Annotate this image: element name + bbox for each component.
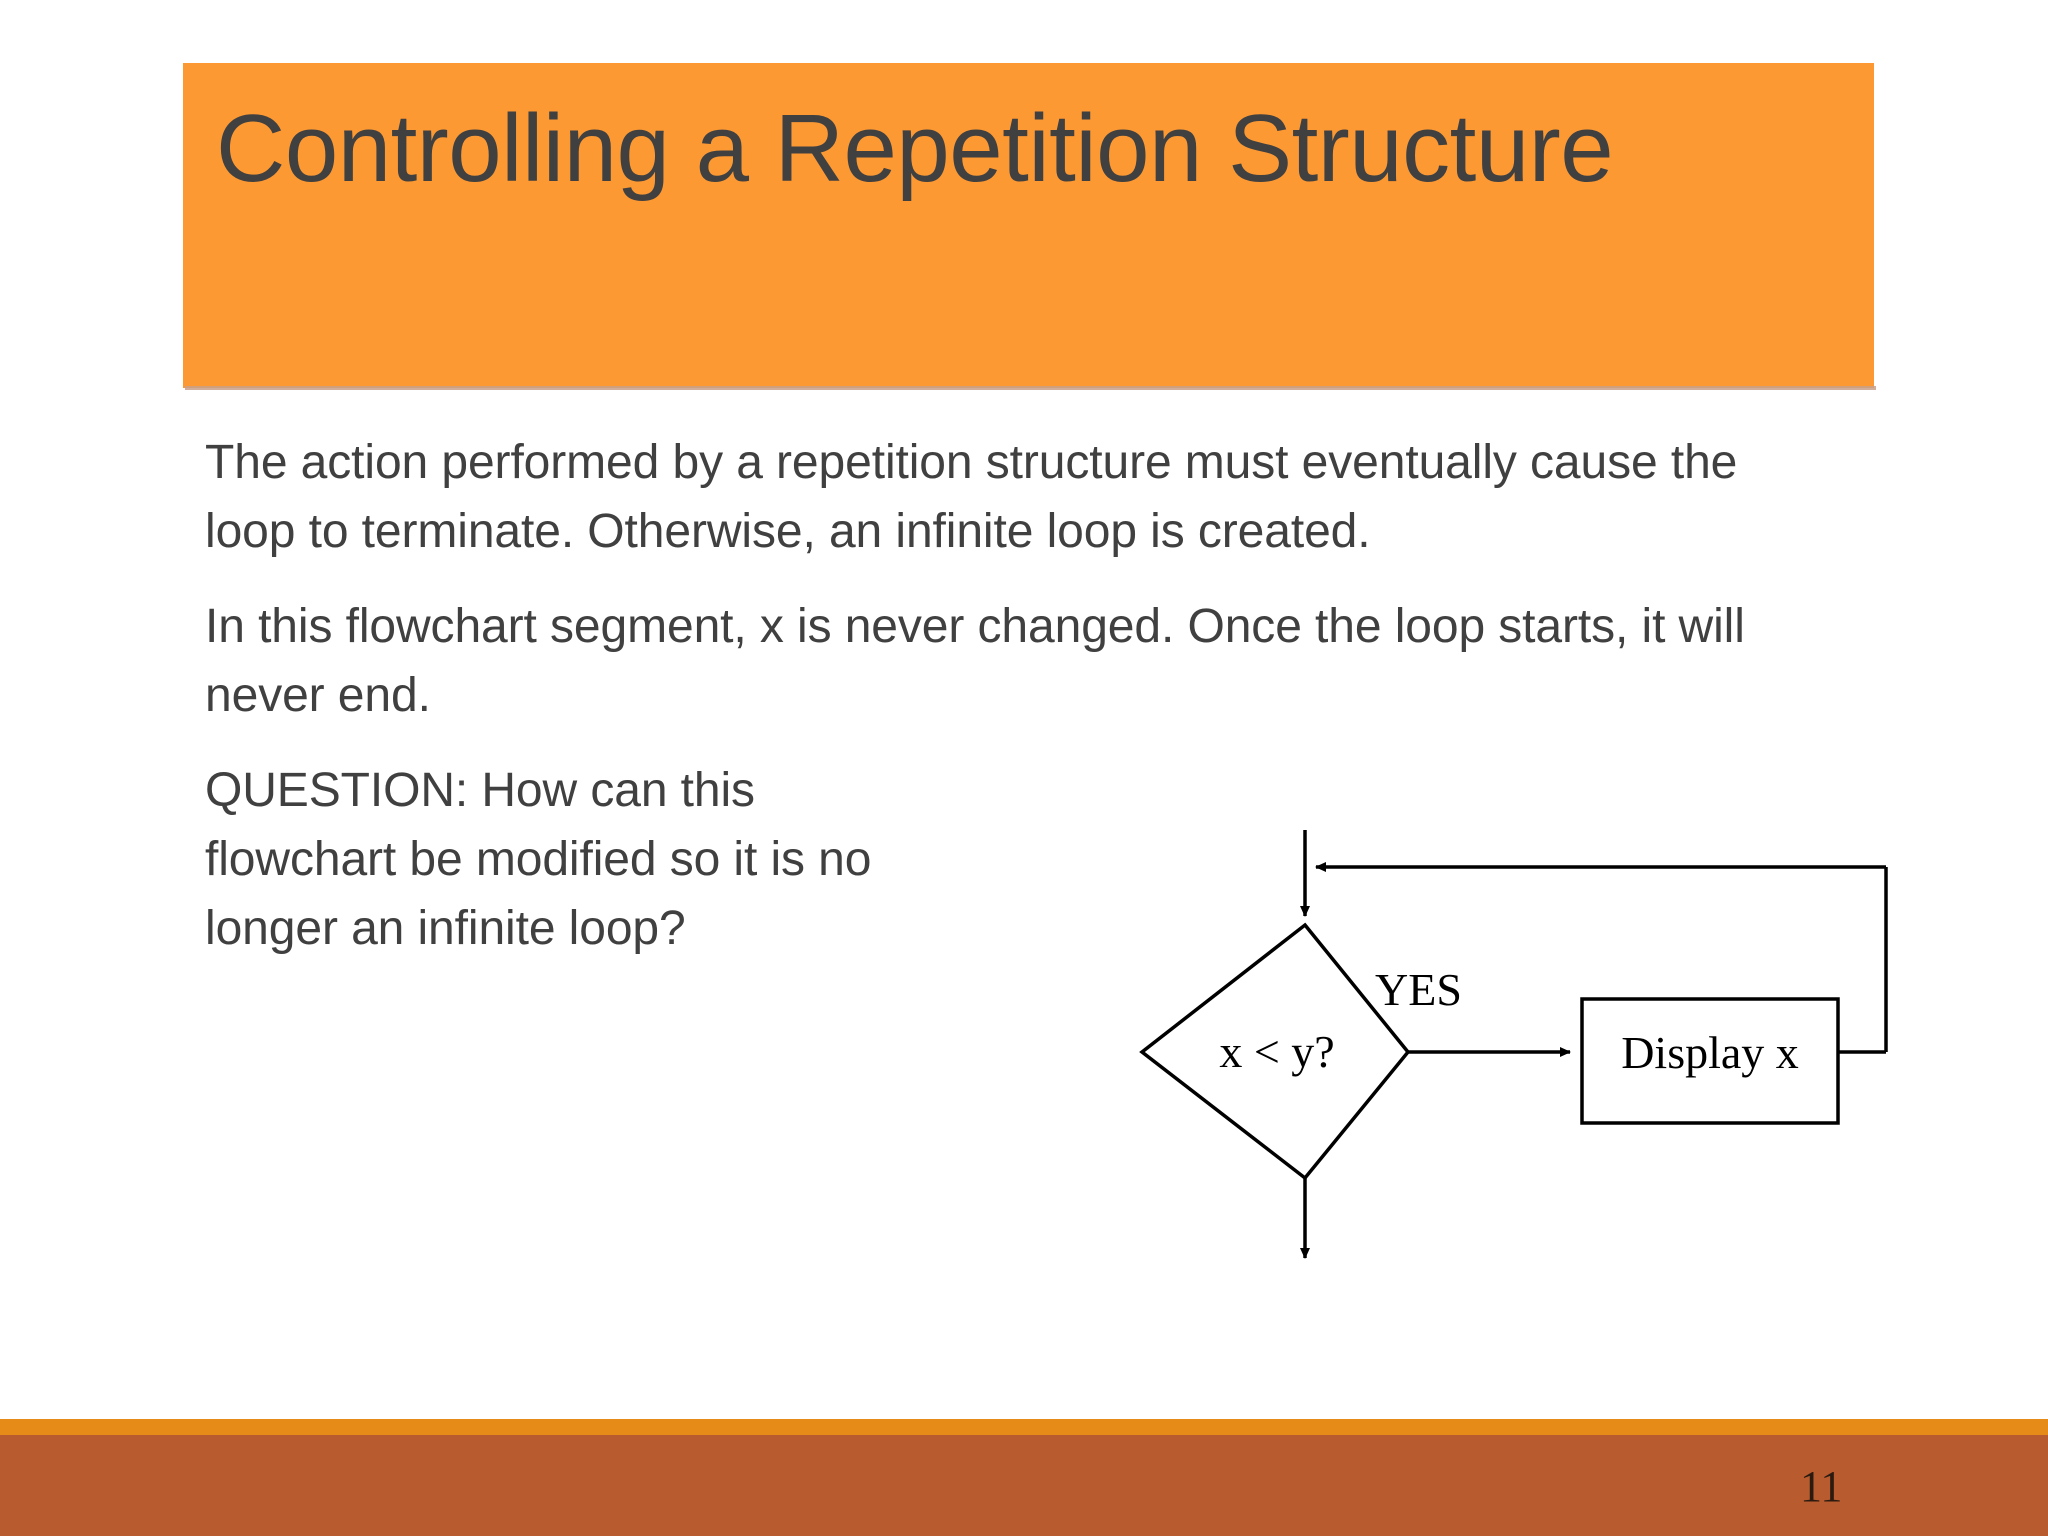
flowchart-diagram: x < y? YES Display x [1130,830,1930,1300]
title-banner [183,63,1874,388]
process-node-rectangle [1580,997,1840,1125]
edge-process-to-decision-loopback [1315,862,1888,1054]
body-text-column: The action performed by a repetition str… [205,428,1805,989]
decision-node-label: x < y? [1219,1026,1334,1077]
footer-bar [0,1435,2048,1536]
yes-branch-label: YES [1375,964,1462,1015]
footer-accent-bar [0,1419,2048,1435]
title-banner-shadow [185,386,1876,390]
body-paragraph-3-question: QUESTION: How can this flowchart be modi… [205,764,872,955]
page-title: Controlling a Repetition Structure [216,95,1614,202]
page-number: 11 [1800,1462,1843,1511]
body-paragraph-1: The action performed by a repetition str… [205,436,1738,558]
process-node-label: Display x [1621,1027,1799,1078]
body-paragraph-2: In this flowchart segment, x is never ch… [205,600,1745,722]
